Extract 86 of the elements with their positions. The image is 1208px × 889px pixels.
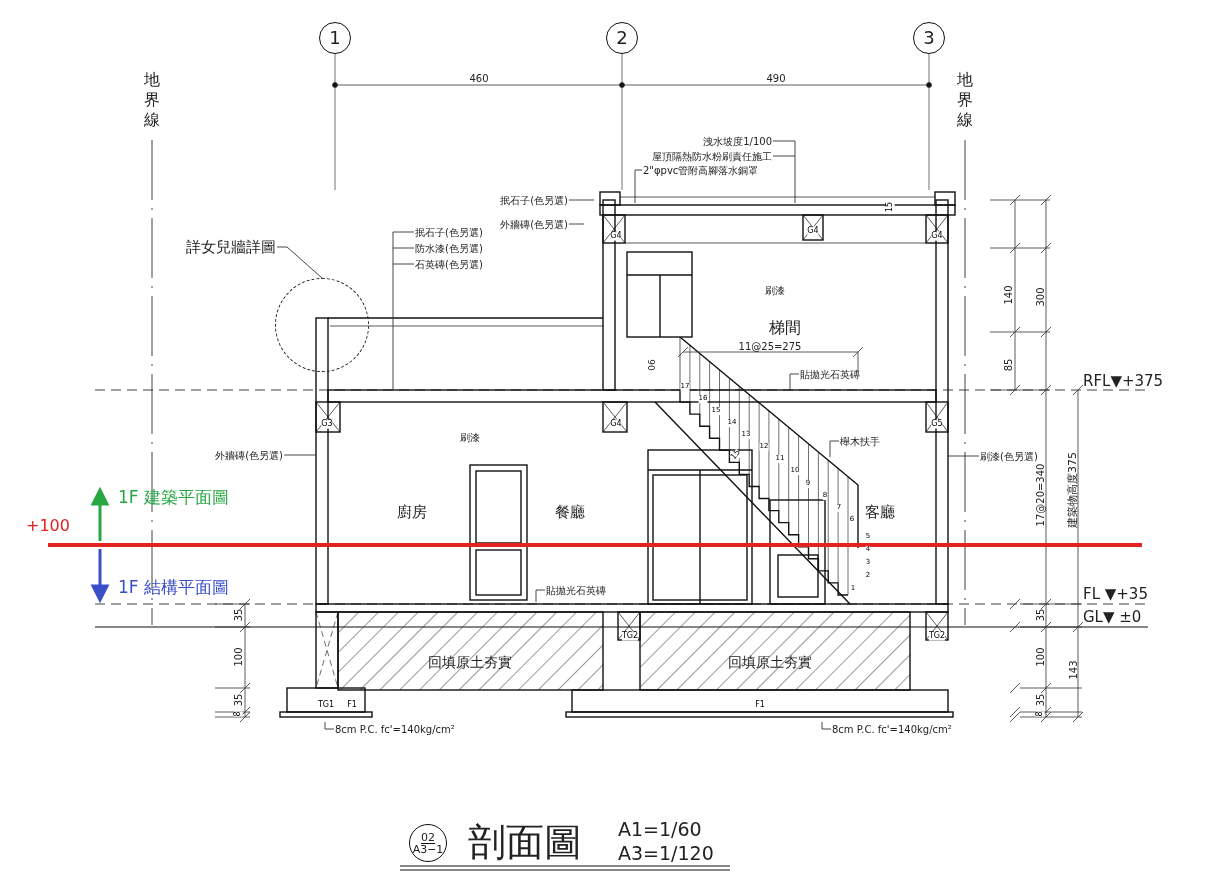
beam-tag: TG2: [621, 631, 639, 641]
note-text: 2"φpvc管附高腳落水銅罩: [643, 164, 759, 176]
property-line-label: 地界線: [143, 70, 161, 130]
grid-bubble: 2: [606, 22, 638, 54]
sheet-number: A3−1: [412, 843, 444, 855]
beam-tag: TG1: [317, 700, 335, 710]
grid-bubble: 1: [319, 22, 351, 54]
beam-tag: F1: [347, 700, 357, 710]
dimension-text: 100: [232, 647, 244, 667]
dimension-text: 8: [233, 711, 243, 717]
finish-text: 刷漆: [460, 431, 480, 443]
note-text: 石英磚(色另選): [415, 258, 483, 270]
fill-note: 回填原土夯實: [728, 655, 812, 671]
note-text: 8cm P.C. fc'=140kg/cm²: [335, 723, 455, 735]
leader-line: [829, 440, 840, 458]
leader-line: [392, 231, 415, 391]
leader-line: [392, 247, 415, 249]
note-text: 抿石子(色另選): [415, 226, 483, 238]
beam-tag: G4: [807, 226, 819, 236]
dimension-text: 90: [645, 359, 655, 371]
room-name: 餐廳: [555, 503, 585, 521]
beam-tag: F1: [755, 700, 765, 710]
level-mark: GL▼ ±0: [1083, 608, 1142, 626]
note-text: 8cm P.C. fc'=140kg/cm²: [832, 723, 952, 735]
detail-number: 02: [421, 831, 435, 844]
beam-tag: G3: [321, 419, 333, 429]
beam-tag: G4: [610, 231, 622, 241]
note-text: 櫸木扶手: [840, 435, 880, 447]
dimension-text: 15: [885, 201, 895, 213]
dimension-text: 11@25=275: [738, 340, 802, 352]
grid-bubble: 3: [913, 22, 945, 54]
note-text: 洩水坡度1/100: [703, 135, 772, 147]
note-text: 外牆磚(色另選): [215, 449, 283, 461]
beam-tag: G5: [931, 419, 943, 429]
dimension-text: 35: [232, 693, 244, 707]
room-name: 廚房: [397, 503, 427, 521]
dimension-text: 143: [1067, 660, 1079, 680]
room-name: 客廳: [865, 503, 895, 521]
scale-text: A3=1/120: [618, 842, 714, 864]
beam-tag: G4: [610, 419, 622, 429]
note-text: 貼拋光石英磚: [546, 584, 606, 596]
leader-line: [276, 246, 323, 279]
property-line-label: 地界線: [956, 70, 974, 130]
note-text: 詳女兒牆詳圖: [186, 238, 276, 256]
leader-line: [392, 263, 415, 265]
dimension-text: 140: [1002, 285, 1014, 305]
note-text: 屋頂隔熱防水粉刷責任施工: [652, 150, 772, 162]
level-mark: FL ▼+35: [1083, 585, 1148, 603]
drawing-title: 剖面圖: [468, 822, 582, 864]
dimension-text: 85: [1002, 358, 1014, 372]
dimension-text: 490: [766, 72, 786, 84]
leader-line: [283, 454, 317, 456]
leader-line: [634, 169, 643, 204]
leader-line: [535, 589, 546, 603]
leader-line: [568, 223, 585, 225]
finish-text: 刷漆: [765, 284, 785, 296]
leader-line: [772, 140, 796, 204]
leader-line: [947, 455, 980, 457]
note-text: 外牆磚(色另選): [500, 218, 568, 230]
dimension-text: 建築物高度375: [1066, 452, 1080, 528]
level-mark: RFL▼+375: [1083, 372, 1164, 390]
leader-line: [324, 721, 335, 730]
beam-tag: TG2: [928, 631, 946, 641]
leader-line: [568, 199, 595, 201]
note-text: 刷漆(色另選): [980, 450, 1038, 462]
dimension-text: 460: [469, 72, 489, 84]
fill-note: 回填原土夯實: [428, 655, 512, 671]
plan-reference-text: 1F 建築平面圖: [118, 487, 229, 507]
dimension-text: 300: [1034, 287, 1046, 307]
dimension-text: 35: [1034, 693, 1046, 707]
dimension-text: 17@20=340: [1034, 463, 1046, 527]
level-text: +100: [26, 517, 70, 535]
leader-line: [772, 155, 796, 157]
leader-line: [789, 373, 800, 391]
room-name: 梯間: [769, 319, 801, 337]
dimension-text: 100: [1034, 647, 1046, 667]
note-text: 抿石子(色另選): [500, 194, 568, 206]
dimension-text: 35: [1034, 608, 1046, 622]
leader-line: [821, 721, 832, 730]
dimension-text: 8: [1035, 711, 1045, 717]
dimension-text: 35: [232, 608, 244, 622]
beam-tag: G4: [931, 231, 943, 241]
note-text: 防水漆(色另選): [415, 242, 483, 254]
scale-text: A1=1/60: [618, 818, 702, 840]
plan-reference-text: 1F 結構平面圖: [118, 577, 229, 597]
note-text: 貼拋光石英磚: [800, 368, 860, 380]
